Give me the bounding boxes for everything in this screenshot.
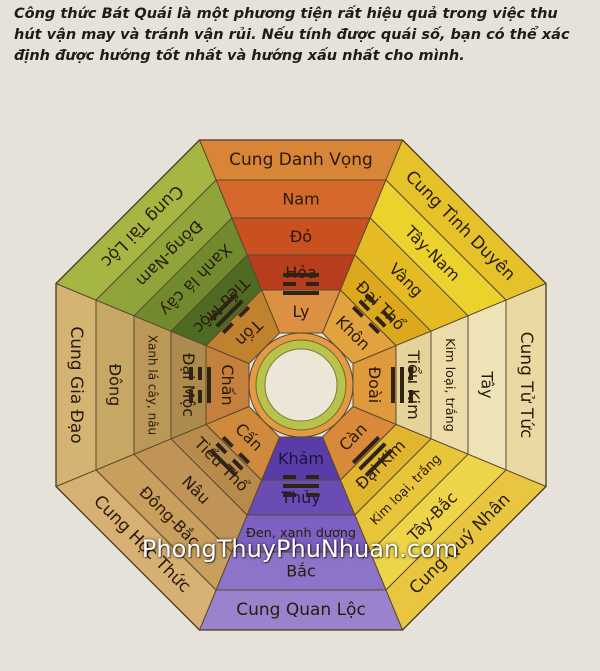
trigram-line (351, 305, 364, 318)
trigram-line (283, 493, 296, 497)
trigram-line (380, 309, 393, 322)
trigram-line (364, 293, 377, 306)
center-hole (264, 348, 338, 422)
trigram-line (215, 442, 228, 455)
sector-east: Cung Gia Đạo Đông Xanh lá cây, nâu Đại Mộc C… (55, 282, 250, 488)
trigram-line (306, 475, 319, 479)
trigram-line (198, 367, 202, 380)
octagon-frame (55, 139, 547, 631)
west-element-label: Tiểu Kim (404, 349, 423, 419)
trigram-line (198, 390, 202, 403)
trigram-line (215, 299, 244, 328)
west-color-label: Kim loại, trắng (442, 338, 457, 432)
intro-text: Công thức Bát Quái là một phương tiện rấ… (14, 6, 570, 64)
trigram-line (306, 493, 319, 497)
east-trigram-symbol (189, 367, 211, 403)
south-trigram-symbol (283, 273, 319, 295)
north-aspiration-label: Cung Quan Lộc (236, 600, 366, 620)
trigram-line (209, 448, 238, 477)
northwest-trigram-symbol (351, 435, 393, 477)
trigram-line (364, 448, 393, 477)
north-element-label: Thủy (280, 488, 321, 507)
north-trigram-symbol (283, 475, 319, 497)
north-direction-label: Bắc (286, 562, 316, 581)
trigram-line (221, 322, 234, 335)
southeast-band-trigram (205, 289, 281, 365)
trigram-line (409, 367, 413, 380)
trigram-line (283, 273, 319, 277)
east-trigram-label: Chấn (218, 364, 237, 405)
trigram-line (306, 282, 319, 286)
trigram-line (231, 458, 244, 471)
west-trigram-label: Đoài (365, 367, 384, 403)
north-color-label: Đen, xanh dương (246, 526, 356, 541)
trigram-line (238, 452, 251, 465)
west-direction-label: Tây (478, 370, 497, 398)
trigram-line (368, 322, 381, 335)
trigram-line (358, 299, 371, 312)
trigram-line (283, 475, 296, 479)
trigram-line (391, 367, 395, 403)
trigram-line (189, 367, 193, 380)
trigram-line (283, 484, 319, 488)
southeast-trigram-symbol (209, 293, 251, 335)
west-aspiration-label: Cung Tử Tức (516, 332, 536, 439)
trigram-line (283, 291, 319, 295)
east-aspiration-label: Cung Gia Đạo (66, 326, 86, 443)
trigram-line (351, 435, 381, 465)
trigram-line (189, 390, 193, 403)
north-trigram-label: Khảm (278, 449, 324, 468)
south-element-label: Hỏa (285, 263, 317, 282)
trigram-line (409, 390, 413, 403)
trigram-line (207, 367, 211, 403)
west-trigram-symbol (391, 367, 413, 403)
southwest-trigram-symbol (351, 293, 393, 335)
trigram-line (374, 315, 387, 328)
trigram-line (283, 282, 296, 286)
south-aspiration-label: Cung Danh Vọng (229, 150, 373, 170)
trigram-line (358, 442, 387, 471)
trigram-line (221, 435, 234, 448)
trigram-line (209, 293, 238, 322)
south-color-label: Đỏ (290, 227, 312, 246)
east-element-label: Đại Mộc (179, 353, 198, 417)
east-color-label: Xanh lá cây, nâu (146, 335, 160, 435)
sector-west: Cung Tử Tức Tây Kim loại, trắng Tiểu Kim Đoà… (352, 282, 547, 488)
northeast-trigram-symbol (209, 435, 251, 477)
south-trigram-label: Ly (293, 302, 310, 321)
south-direction-label: Nam (282, 190, 319, 209)
east-direction-label: Đông (106, 364, 125, 406)
trigram-line (238, 305, 251, 318)
trigram-line (400, 367, 404, 403)
